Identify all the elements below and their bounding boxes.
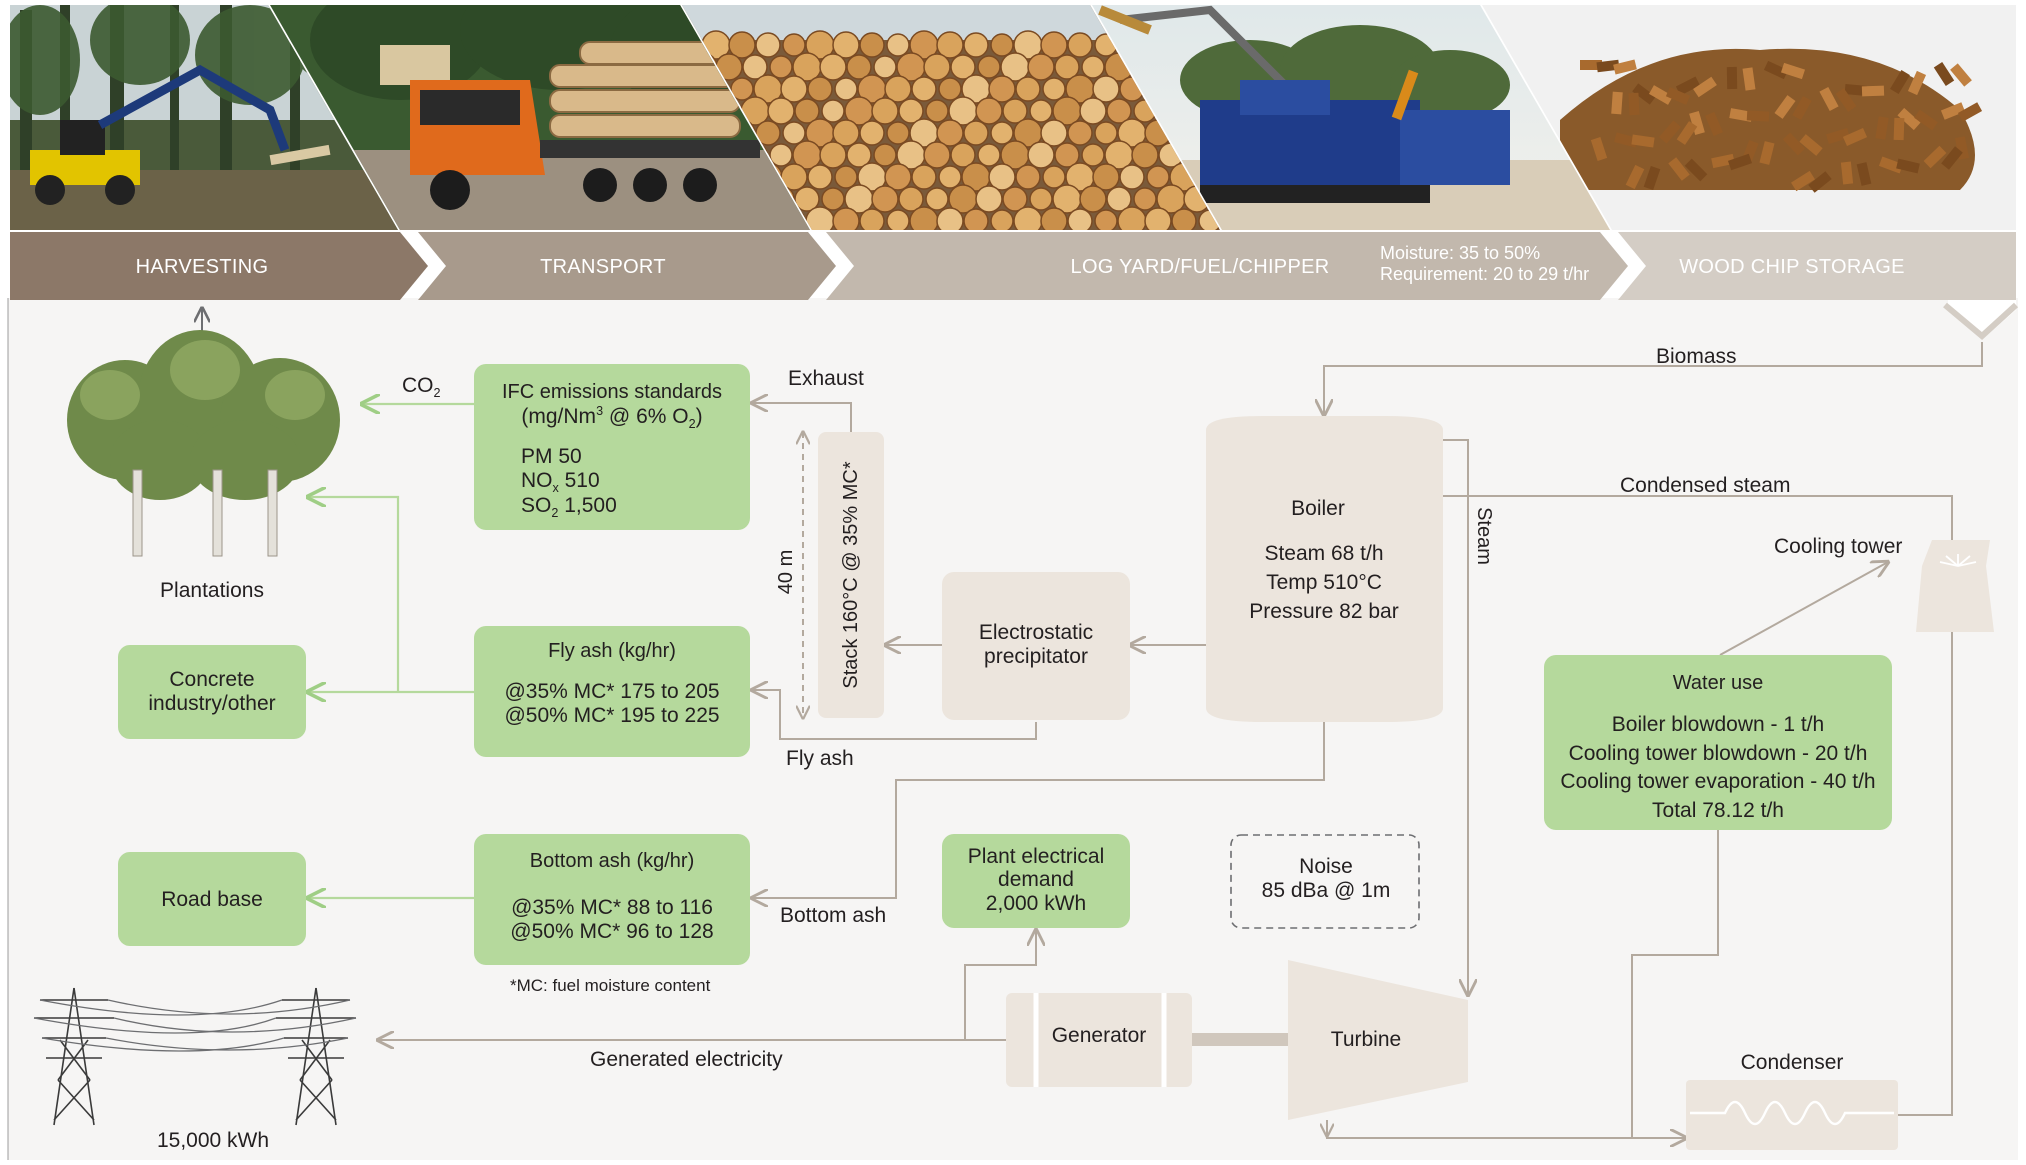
boiler-pressure: Pressure 82 bar xyxy=(1249,600,1399,623)
water-use-line xyxy=(1631,828,1719,1138)
esp-label-line1: Electrostatic xyxy=(978,621,1094,644)
generator-label: Generator xyxy=(1051,1024,1147,1047)
ifc-so2: SO2 1,500 xyxy=(521,494,617,521)
plant-demand-value: 2,000 kWh xyxy=(985,892,1087,915)
water-boiler-blowdown: Boiler blowdown - 1 t/h xyxy=(1611,713,1825,736)
concrete-label-line2: industry/other xyxy=(148,692,276,715)
harvester-machine xyxy=(30,64,331,205)
esp-box: Electrostatic precipitator xyxy=(942,572,1130,720)
boiler-title: Boiler xyxy=(1291,497,1345,520)
fly-ash-35: @35% MC* 175 to 205 xyxy=(504,680,720,703)
exhaust-label: Exhaust xyxy=(788,367,864,390)
road-base-box: Road base xyxy=(118,852,306,946)
plantations-label: Plantations xyxy=(160,579,264,602)
stage-label-transport: TRANSPORT xyxy=(540,256,666,278)
noise-title: Noise xyxy=(1299,855,1353,878)
biomass-line xyxy=(1324,342,1983,415)
flow-lines xyxy=(202,308,1983,1138)
fly-ash-title: Fly ash (kg/hr) xyxy=(548,640,676,662)
condenser-label: Condenser xyxy=(1740,1051,1844,1074)
bottom-ash-50: @50% MC* 96 to 128 xyxy=(510,920,714,943)
steam-line xyxy=(1443,439,1468,995)
water-to-cooling-tower xyxy=(1719,562,1888,656)
ifc-title: IFC emissions standards xyxy=(501,381,723,403)
turbine-shape xyxy=(1288,960,1468,1120)
fly-ash-to-plantations xyxy=(308,497,400,692)
boiler-temp: Temp 510°C xyxy=(1266,571,1382,594)
bottom-ash-title: Bottom ash (kg/hr) xyxy=(529,850,695,872)
bottom-ash-flow-label: Bottom ash xyxy=(780,904,887,927)
wood-chip-pieces xyxy=(1580,59,1983,193)
fly-ash-line xyxy=(752,690,1037,740)
fly-ash-flow-label: Fly ash xyxy=(786,747,854,770)
ifc-standards-box: IFC emissions standards (mg/Nm3 @ 6% O2)… xyxy=(474,364,750,530)
generator-shape xyxy=(1006,993,1192,1087)
plant-demand-line xyxy=(964,930,1036,1040)
water-total: Total 78.12 t/h xyxy=(1652,799,1784,822)
stack-label: Stack 160°C @ 35% MC* xyxy=(840,461,862,689)
stage-band xyxy=(10,232,2019,340)
band-harvesting xyxy=(10,232,428,300)
band-transport xyxy=(418,232,836,300)
stage-label-storage: WOOD CHIP STORAGE xyxy=(1679,256,1905,278)
ifc-nox: NOx 510 xyxy=(521,469,600,496)
condensed-steam-line xyxy=(1443,495,1953,1116)
moisture-note: Moisture: 35 to 50% Requirement: 20 to 2… xyxy=(1380,243,1589,284)
exhaust-line xyxy=(752,403,852,432)
bottom-ash-line xyxy=(752,722,1325,898)
plant-demand-box: Plant electrical demand 2,000 kWh xyxy=(942,834,1130,928)
fly-ash-box: Fly ash (kg/hr) @35% MC* 175 to 205 @50%… xyxy=(474,626,750,757)
noise-box xyxy=(1230,834,1420,929)
turbine-shaft xyxy=(1192,1033,1288,1046)
bottom-ash-box: Bottom ash (kg/hr) @35% MC* 88 to 116 @5… xyxy=(474,834,750,965)
stack-shape xyxy=(818,432,884,718)
biomass-label: Biomass xyxy=(1656,345,1737,368)
green-flows xyxy=(308,404,474,898)
plant-demand-line1: Plant electrical xyxy=(967,845,1105,868)
band-logyard xyxy=(826,232,1628,300)
moisture-range: Moisture: 35 to 50% xyxy=(1380,243,1541,263)
esp-label-line2: precipitator xyxy=(984,645,1088,668)
boiler-shape xyxy=(1206,416,1443,722)
stage-label-harvesting: HARVESTING xyxy=(135,256,269,278)
concrete-industry-box: Concrete industry/other xyxy=(118,645,306,739)
water-use-title: Water use xyxy=(1672,672,1764,694)
co2-label: CO2 xyxy=(402,374,441,401)
generated-electricity-label: Generated electricity xyxy=(590,1048,783,1071)
moisture-content-footnote: *MC: fuel moisture content xyxy=(510,976,711,995)
condenser-icon xyxy=(1686,1080,1898,1150)
cooling-tower-label: Cooling tower xyxy=(1774,535,1903,558)
water-cooling-blowdown: Cooling tower blowdown - 20 t/h xyxy=(1568,742,1868,765)
ifc-unit: (mg/Nm3 @ 6% O2) xyxy=(521,404,703,432)
ifc-pm: PM 50 xyxy=(521,445,582,468)
fly-ash-50: @50% MC* 195 to 225 xyxy=(504,704,720,727)
condensed-steam-label: Condensed steam xyxy=(1620,474,1791,497)
cooling-tower-icon xyxy=(1916,540,1994,632)
concrete-label-line1: Concrete xyxy=(169,668,255,691)
transmission-towers-icon xyxy=(33,987,357,1126)
band-storage xyxy=(1618,232,2016,300)
harvester-photo xyxy=(10,5,398,230)
plantation-trees-icon xyxy=(67,330,340,557)
bottom-ash-35: @35% MC* 88 to 116 xyxy=(511,896,713,919)
fuel-requirement: Requirement: 20 to 29 t/hr xyxy=(1380,263,1590,284)
stage-label-logyard: LOG YARD/FUEL/CHIPPER xyxy=(1070,256,1330,278)
noise-value: 85 dBa @ 1m xyxy=(1261,879,1391,902)
steam-label: Steam xyxy=(1473,507,1495,565)
electricity-total-label: 15,000 kWh xyxy=(156,1129,270,1152)
photo-strip xyxy=(10,5,2016,230)
water-cooling-evaporation: Cooling tower evaporation - 40 t/h xyxy=(1560,770,1876,793)
boiler-steam: Steam 68 t/h xyxy=(1264,542,1384,565)
stack-height-label: 40 m xyxy=(775,549,797,595)
water-use-box: Water use Boiler blowdown - 1 t/h Coolin… xyxy=(1544,655,1892,830)
turbine-label: Turbine xyxy=(1330,1028,1402,1051)
road-base-label: Road base xyxy=(161,888,263,911)
plant-demand-line2: demand xyxy=(998,868,1074,891)
